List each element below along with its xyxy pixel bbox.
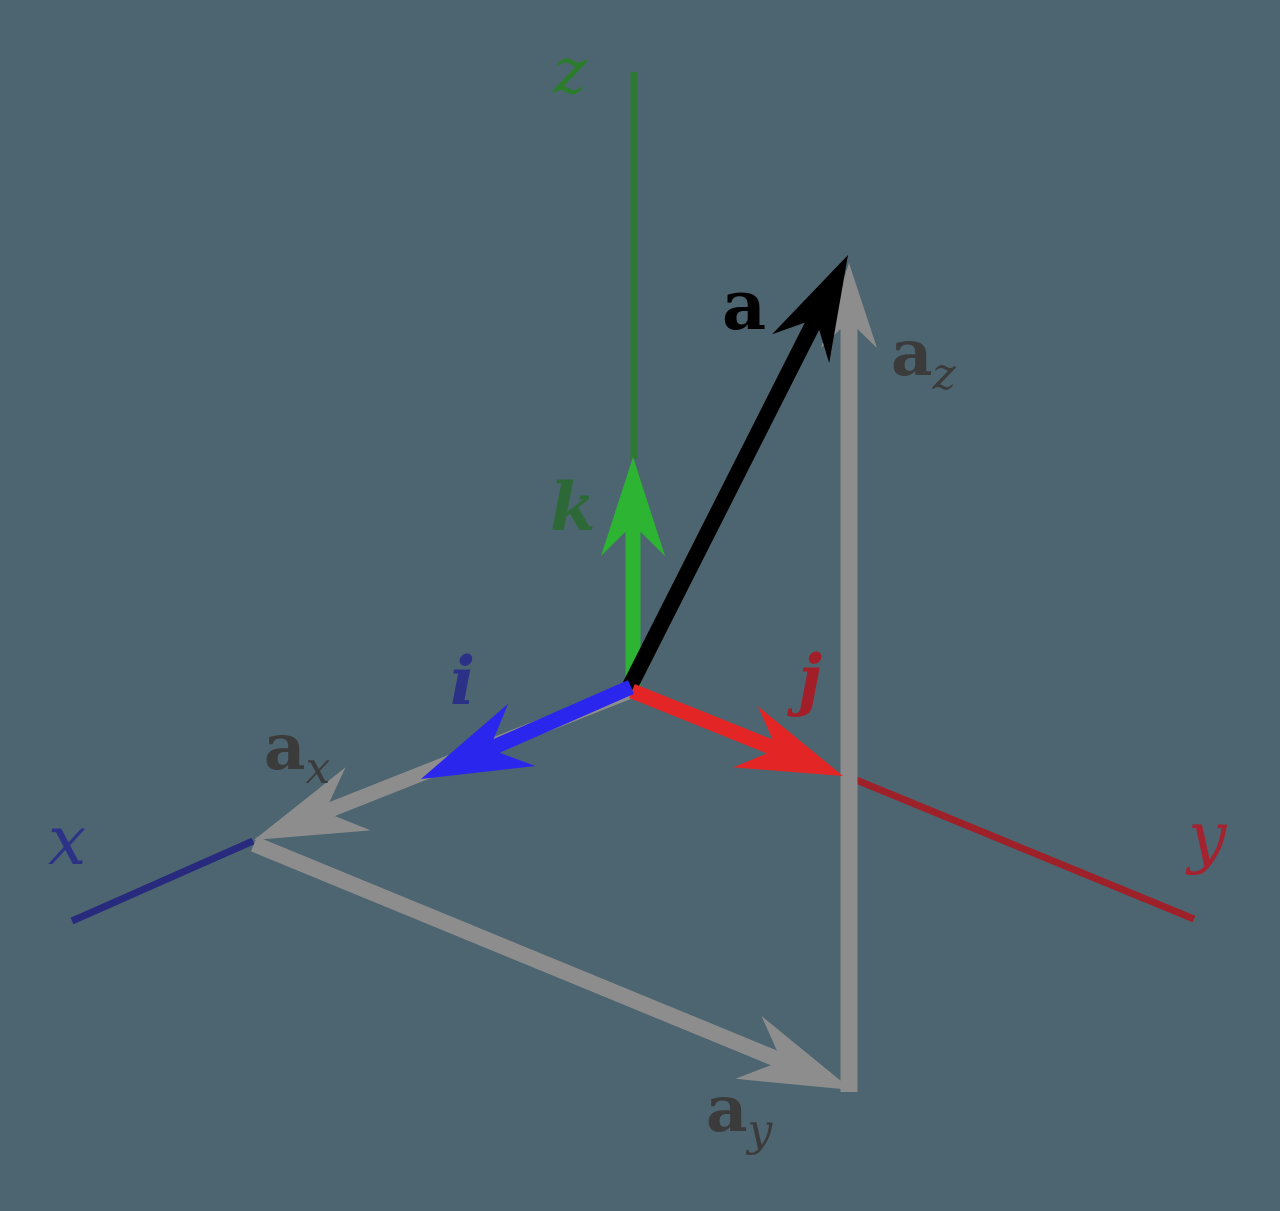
y-axis-label: y xyxy=(1188,798,1227,877)
component-ay-arrow-shaft xyxy=(250,836,785,1069)
component-ay-label-sub: y xyxy=(747,1105,773,1156)
y-axis-line xyxy=(847,773,1196,923)
component-az-label-main: a xyxy=(891,316,933,391)
x-axis-label: x xyxy=(48,802,87,881)
component-ax-arrow-head xyxy=(254,767,371,840)
component-ay-label-main: a xyxy=(706,1072,748,1147)
vector-a-label: a xyxy=(722,266,767,346)
component-ax-label-sub: x xyxy=(305,743,331,794)
component-az-label-sub: z xyxy=(932,349,956,400)
unit-vector-k-label: k xyxy=(550,468,596,546)
unit-vector-i-arrow-head xyxy=(421,703,536,779)
unit-vector-j-arrow-head xyxy=(733,706,843,776)
unit-vector-i-arrow-shaft xyxy=(486,680,635,756)
component-ay-arrow-head xyxy=(735,1015,852,1090)
component-ay-label: ay xyxy=(706,1078,772,1153)
vector-a-arrow-head xyxy=(772,255,848,364)
x-axis-line xyxy=(70,837,255,925)
z-axis-label: z xyxy=(553,35,587,109)
unit-vector-j-arrow-shaft xyxy=(629,684,780,757)
unit-vector-i-label: i xyxy=(450,642,476,720)
component-ax-label-main: a xyxy=(264,710,306,785)
component-az-label: az xyxy=(891,322,956,397)
unit-vector-j-label: j xyxy=(798,640,822,718)
vector-a-arrow-shaft xyxy=(621,315,823,692)
component-ax-label: ax xyxy=(264,716,330,791)
unit-vector-k-arrow-head xyxy=(601,457,665,556)
